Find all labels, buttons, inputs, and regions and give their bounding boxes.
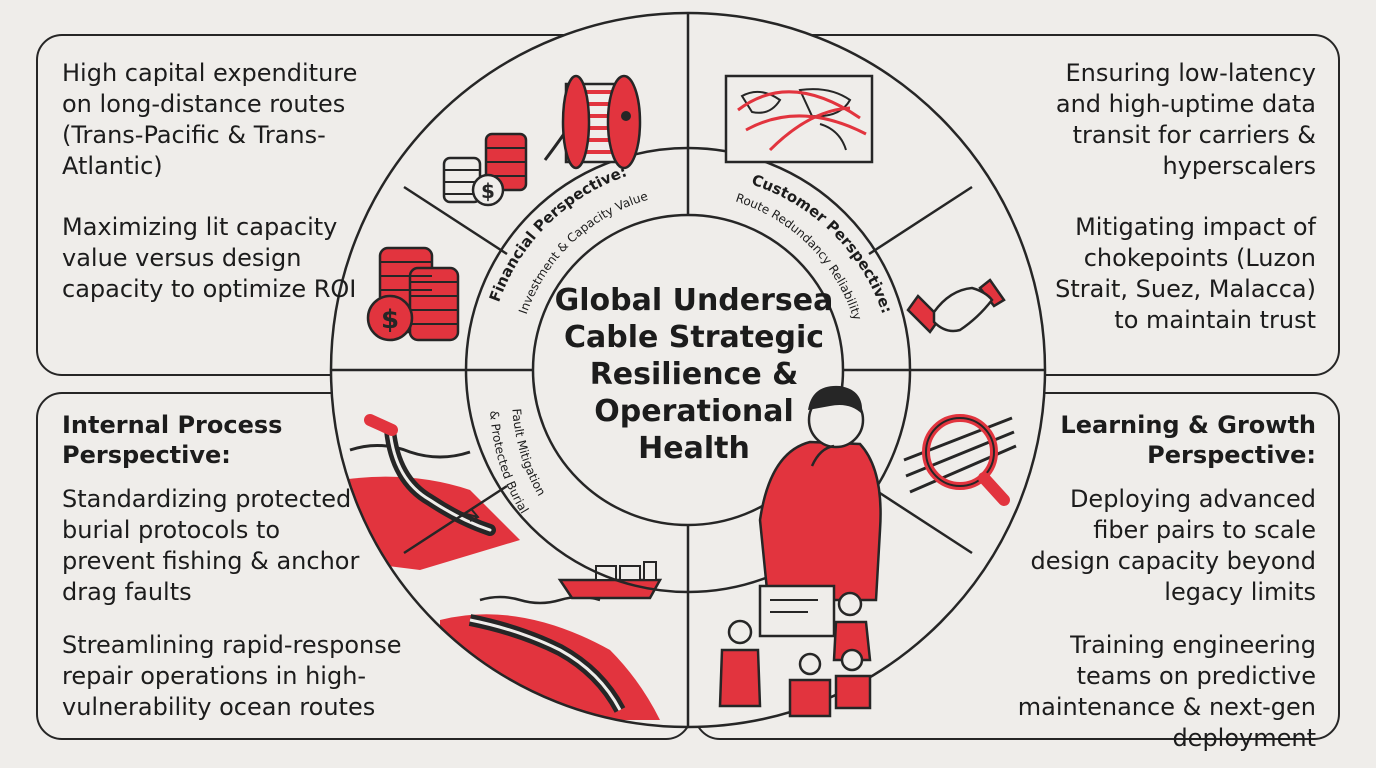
cable-reel-icon [543,74,642,170]
financial-point-2: Maximizing lit capacity value versus des… [62,213,357,303]
training-team-icon [718,584,872,718]
fiber-magnifier-icon [903,414,1017,506]
cable-burial-icon [340,414,520,570]
internal-point-1: Standardizing protected burial protocols… [62,485,360,606]
coin-stack-icon: $ [442,132,528,207]
world-map-icon [724,74,874,164]
handshake-icon [906,278,1006,334]
dollar-coins-icon: $ [366,246,460,342]
learning-point-1: Deploying advanced fiber pairs to scale … [1030,485,1316,606]
center-title: Global Undersea Cable Strategic Resilien… [554,283,834,466]
internal-process-title: Internal Process Perspective: [62,411,283,469]
learning-growth-title: Learning & Growth Perspective: [1060,411,1316,469]
svg-text:$: $ [381,305,399,335]
customer-point-1: Ensuring low-latency and high-uptime dat… [1055,59,1316,180]
internal-point-2: Streamlining rapid-response repair opera… [62,631,402,721]
thinking-person-icon [758,385,882,602]
customer-point-2: Mitigating impact of chokepoints (Luzon … [1055,213,1316,334]
learning-point-2: Training engineering teams on predictive… [1017,631,1316,752]
financial-point-1: High capital expenditure on long-distanc… [62,59,358,180]
svg-text:$: $ [481,179,495,203]
